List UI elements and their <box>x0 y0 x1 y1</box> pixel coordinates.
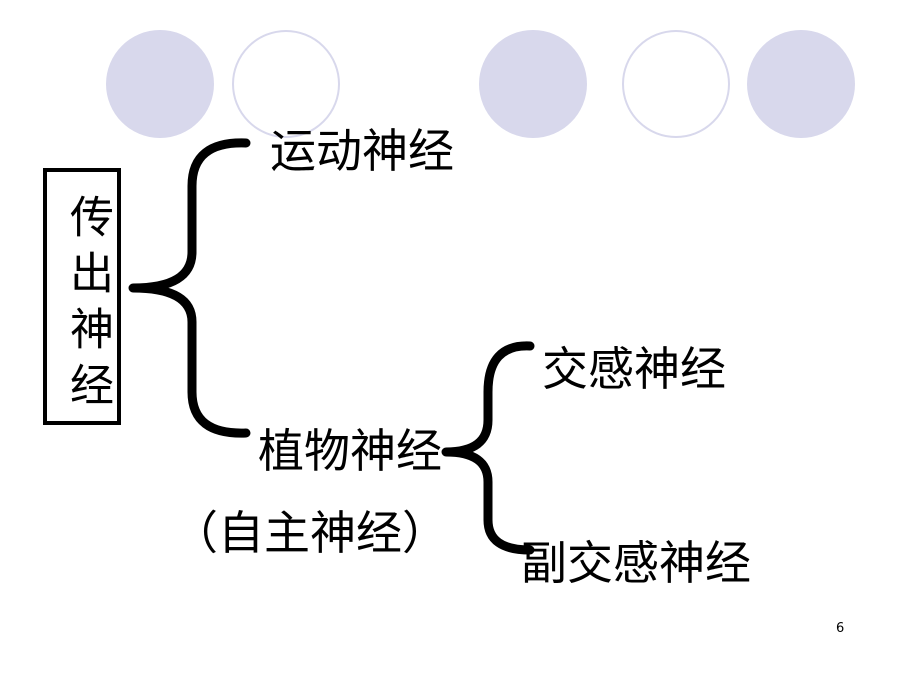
root-node-label: 传出神经 <box>62 194 113 418</box>
branch-autonomic-label: 植物神经 <box>258 424 442 478</box>
branch-motor-label: 运动神经 <box>270 124 454 178</box>
sub-brace <box>441 341 535 555</box>
decor-circle-outline <box>622 30 730 138</box>
sub-branch-sympathetic-label: 交感神经 <box>542 342 726 396</box>
sub-branch-parasympathetic-label: 副交感神经 <box>521 536 751 590</box>
decor-circle-filled <box>479 30 587 138</box>
decor-circle-outline <box>232 30 340 138</box>
decor-circle-filled <box>106 30 214 138</box>
root-node-box: 传出神经 <box>43 168 121 425</box>
branch-autonomic-alias: （自主神经） <box>172 506 448 560</box>
main-brace <box>128 138 251 438</box>
decor-circle-filled <box>747 30 855 138</box>
root-node-label-wrap: 传出神经 <box>47 188 117 424</box>
page-number: 6 <box>836 621 845 636</box>
